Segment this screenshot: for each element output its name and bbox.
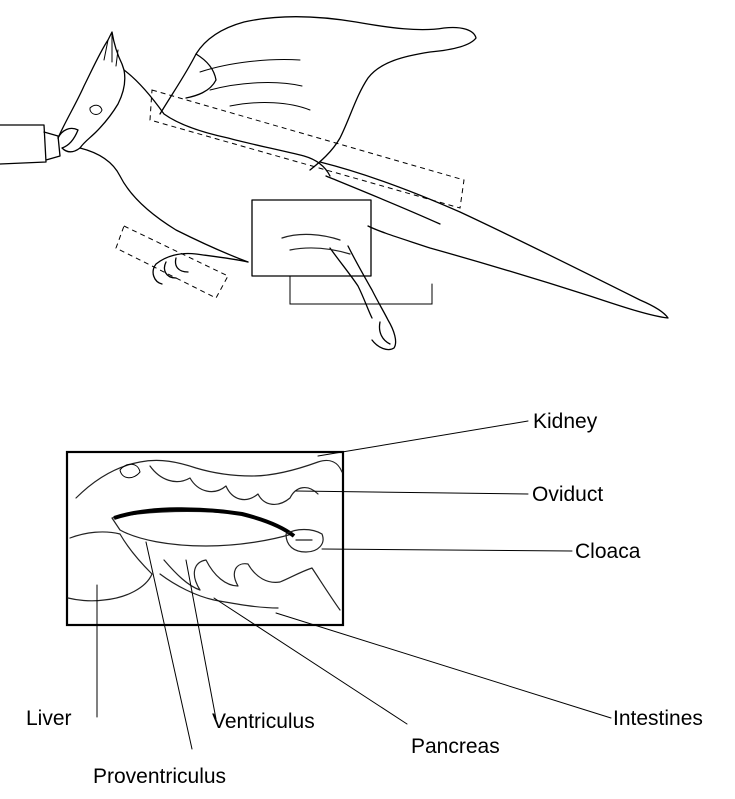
- organ-labels: Kidney Oviduct Cloaca Intestines Liver V…: [26, 410, 703, 788]
- bird-head: [58, 32, 125, 148]
- label-kidney: Kidney: [533, 410, 598, 433]
- bird-tail: [320, 162, 668, 318]
- label-oviduct: Oviduct: [532, 483, 603, 506]
- label-pancreas: Pancreas: [411, 735, 500, 758]
- kidney-detail: [120, 464, 140, 478]
- label-ventriculus: Ventriculus: [212, 710, 315, 733]
- label-proventriculus: Proventriculus: [93, 765, 226, 788]
- ventriculus-leader-line: [186, 560, 216, 719]
- anesthesia-mask: [0, 125, 60, 164]
- dashed-outline-foot: [290, 276, 432, 304]
- pancreas-organ: [160, 574, 278, 608]
- bird-wing: [160, 17, 476, 170]
- ventriculus-wall: [114, 509, 294, 536]
- label-cloaca: Cloaca: [575, 540, 641, 563]
- dashed-outline-wing: [150, 90, 464, 208]
- intestines-leader-line: [276, 613, 611, 718]
- oviduct-leader-line: [296, 491, 528, 494]
- ventriculus-organ: [112, 511, 292, 546]
- oviduct-coils: [150, 466, 318, 504]
- label-intestines: Intestines: [613, 707, 703, 730]
- inset-region-box: [252, 200, 371, 276]
- bird-right-leg: [330, 246, 396, 350]
- proventriculus-leader-line: [146, 542, 192, 749]
- bird-left-foot: [153, 253, 248, 284]
- dashed-outline-left: [116, 226, 228, 298]
- inset-region-organs: [282, 234, 350, 254]
- liver-organ: [68, 532, 152, 601]
- bird-eye: [90, 105, 102, 114]
- bird-illustration: [0, 17, 668, 350]
- leader-lines: [97, 421, 611, 749]
- bird-body-outline: [80, 70, 330, 262]
- kidney-organ: [76, 460, 342, 498]
- label-liver: Liver: [26, 707, 72, 730]
- pancreas-leader-line: [214, 598, 407, 724]
- anatomy-inset: [67, 452, 343, 625]
- cloaca-leader-line: [322, 549, 572, 551]
- bird-wing-feathers: [200, 60, 310, 111]
- kidney-leader-line: [318, 421, 528, 456]
